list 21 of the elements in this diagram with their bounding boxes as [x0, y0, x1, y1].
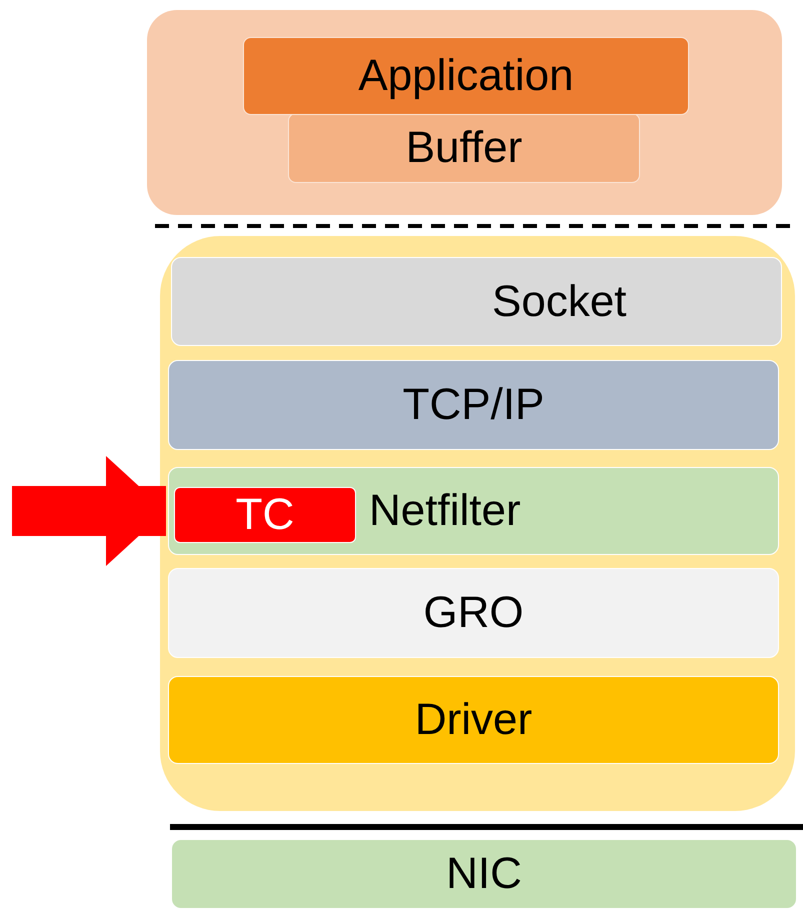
kernel-panel — [160, 236, 795, 811]
layer-label: Application — [358, 54, 574, 98]
layer-box — [171, 257, 782, 346]
hardware-box — [171, 839, 797, 909]
highlight-box — [174, 487, 356, 543]
layer-box — [168, 360, 779, 450]
layer-box — [288, 113, 640, 183]
layer-label: GRO — [423, 591, 524, 635]
block-arrow — [12, 456, 166, 566]
layer-label: Socket — [492, 280, 627, 324]
layer-label: Driver — [414, 698, 532, 742]
layer-label: Buffer — [406, 126, 522, 170]
layer-box — [168, 676, 779, 764]
user-space-panel — [147, 10, 782, 215]
layer-box — [168, 467, 779, 555]
layer-box — [243, 37, 689, 115]
layer-label: TC — [236, 493, 294, 537]
layer-label: Netfilter — [369, 489, 521, 533]
layer-label: TCP/IP — [402, 383, 544, 427]
layer-box — [168, 568, 779, 658]
layer-label: NIC — [446, 852, 522, 896]
